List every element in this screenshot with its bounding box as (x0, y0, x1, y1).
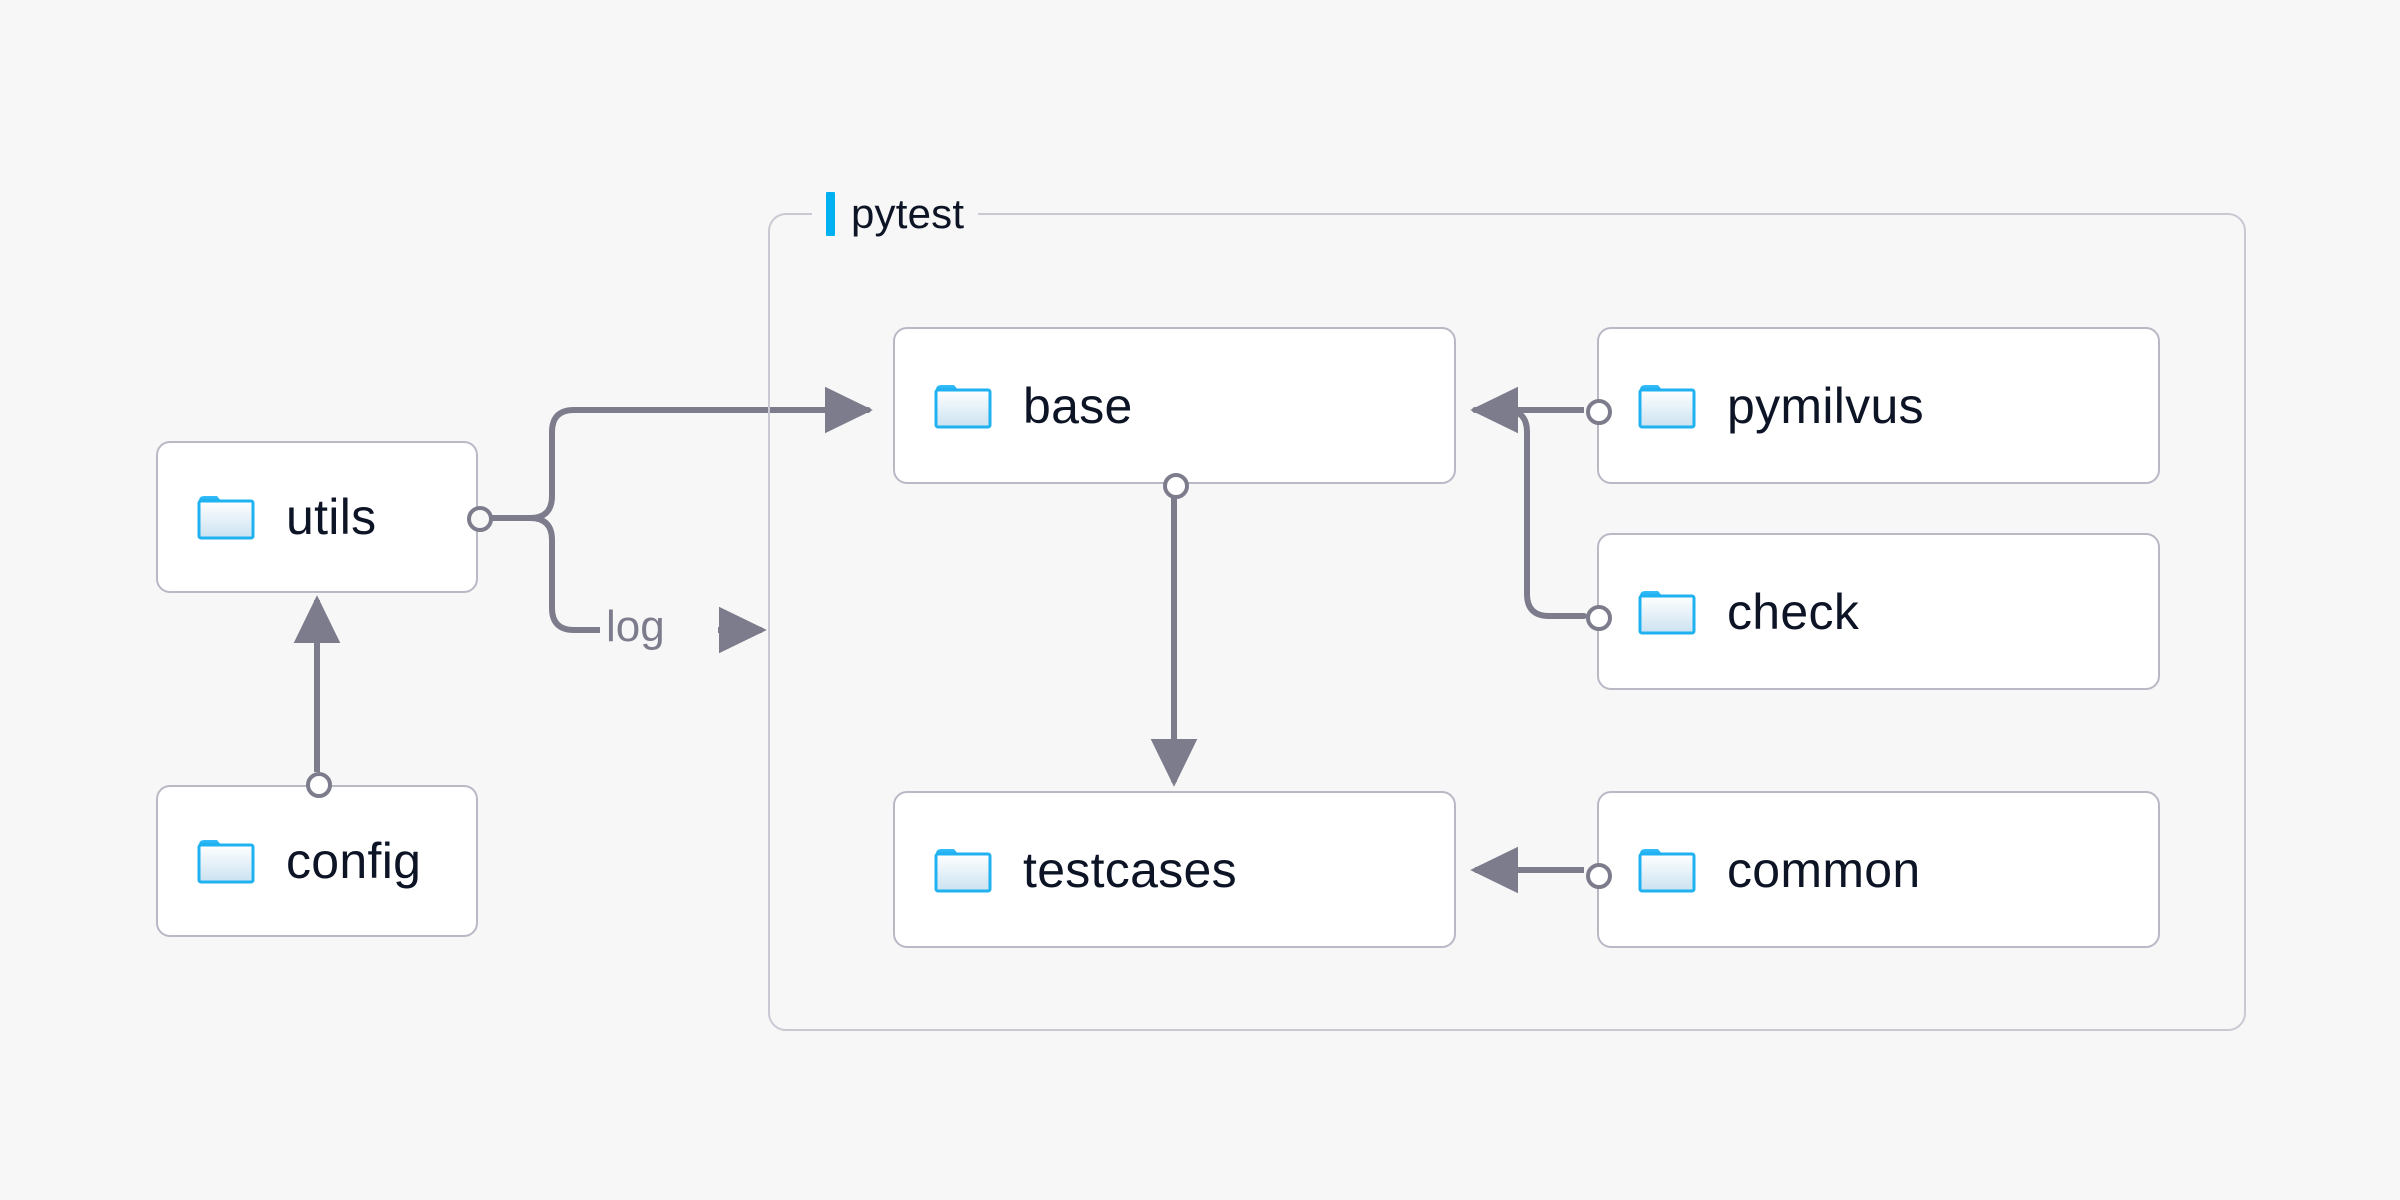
group-label-text: pytest (851, 190, 965, 237)
node-utils[interactable]: utils (156, 441, 493, 593)
node-check[interactable]: check (1586, 533, 2160, 690)
folder-icon (934, 848, 992, 892)
group-accent-bar (826, 192, 835, 236)
node-label: utils (286, 489, 377, 545)
node-base[interactable]: base (893, 327, 1456, 499)
node-label: check (1727, 583, 1860, 640)
node-label: pymilvus (1727, 377, 1924, 434)
folder-icon (1638, 384, 1696, 428)
node-port-bottom (1163, 473, 1189, 499)
group-pytest-label: pytest (812, 190, 979, 238)
node-common[interactable]: common (1586, 791, 2160, 948)
folder-icon (197, 496, 255, 540)
folder-icon (197, 840, 255, 884)
node-port-left (1586, 605, 1612, 631)
folder-icon (1638, 590, 1696, 634)
node-port-left (1586, 863, 1612, 889)
folder-icon (1638, 848, 1696, 892)
node-pymilvus[interactable]: pymilvus (1586, 327, 2160, 484)
node-testcases[interactable]: testcases (893, 791, 1456, 948)
folder-icon (934, 384, 992, 428)
edge-label-log: log (600, 605, 671, 649)
node-port-top (306, 772, 332, 798)
node-label: common (1727, 841, 1921, 898)
node-port-left (1586, 399, 1612, 425)
node-label: testcases (1023, 841, 1237, 898)
node-label: base (1023, 377, 1133, 434)
group-pytest (768, 213, 2246, 1031)
node-port-right (467, 506, 493, 532)
node-config[interactable]: config (156, 772, 478, 937)
node-label: config (286, 833, 422, 889)
